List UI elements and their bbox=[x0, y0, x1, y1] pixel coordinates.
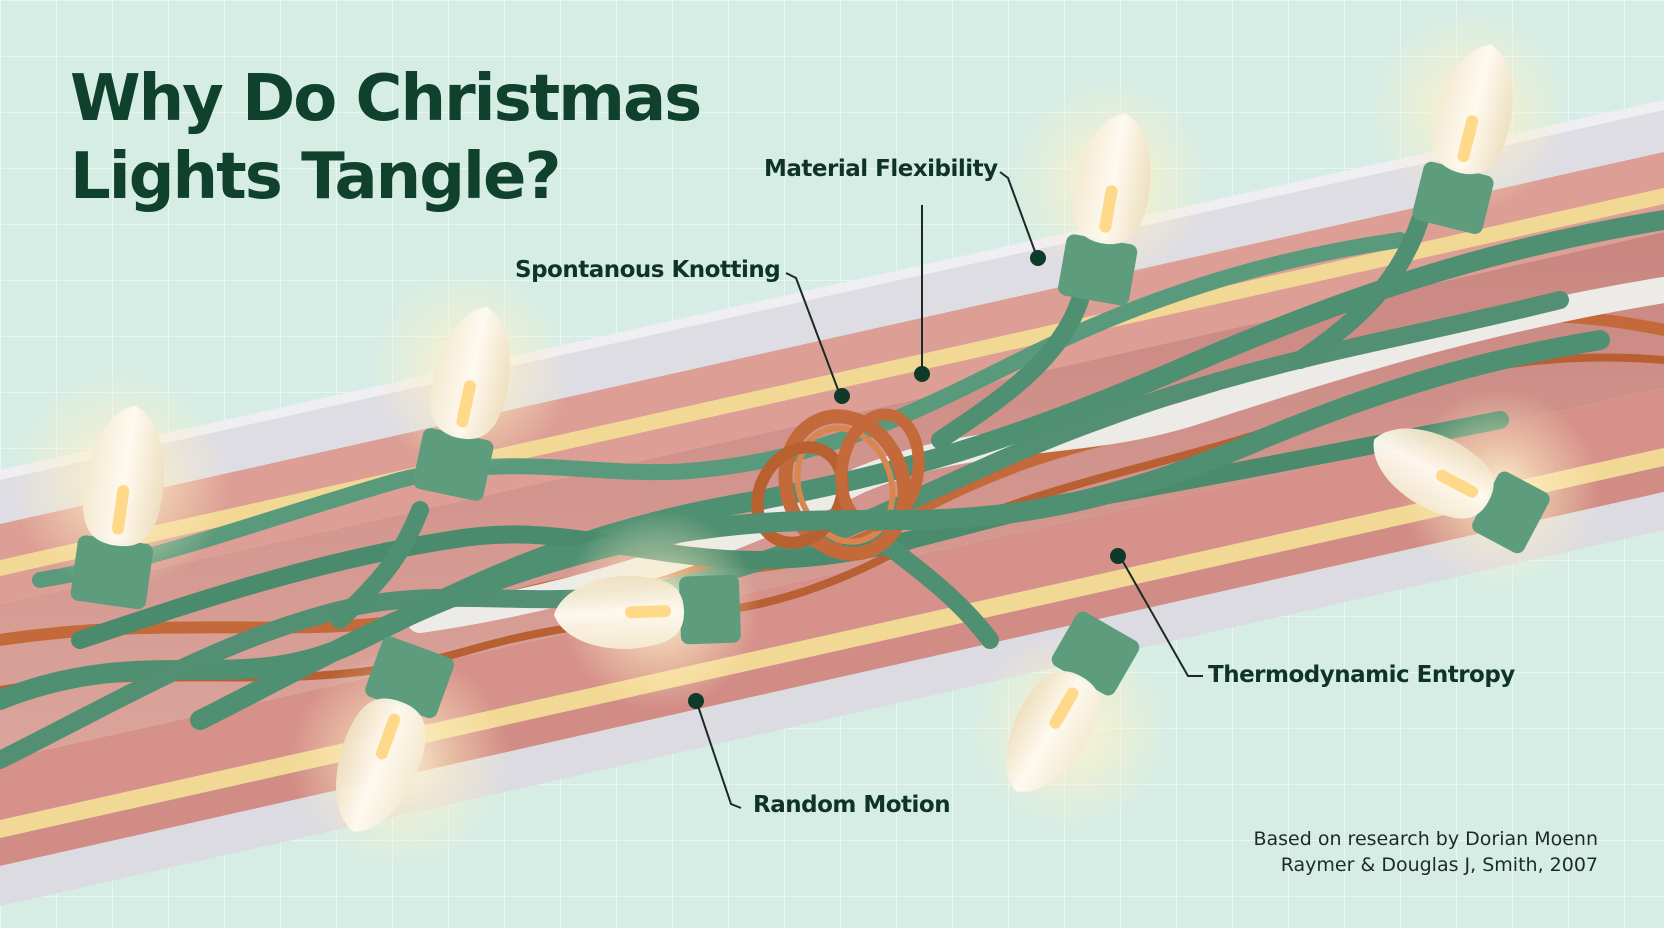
light-bulb-icon bbox=[1006, 611, 1140, 792]
label-random-motion: Random Motion bbox=[753, 792, 951, 818]
cord-to-socket-a bbox=[931, 291, 1089, 449]
title-line-1: Why Do Christmas bbox=[70, 62, 702, 136]
cord-to-socket-c bbox=[331, 501, 429, 629]
cord-to-socket-b bbox=[1291, 211, 1429, 369]
label-spontaneous-knotting: Spontanous Knotting bbox=[515, 257, 781, 283]
green-cord-3 bbox=[71, 411, 1509, 649]
cord-to-socket-d bbox=[871, 531, 999, 649]
light-bulb-icon bbox=[1373, 428, 1550, 554]
callout-material-flexibility bbox=[914, 171, 1046, 382]
callout-spontaneous-knotting bbox=[785, 272, 850, 404]
green-cord-1 bbox=[0, 210, 1664, 710]
light-bulb-icon bbox=[1412, 44, 1513, 235]
credit-line-1: Based on research by Dorian Mοenn bbox=[1253, 828, 1598, 850]
green-cord-4 bbox=[32, 232, 1408, 588]
callout-random-motion bbox=[688, 693, 742, 809]
credit-line-2: Raymer & Douglas J, Smith, 2007 bbox=[1280, 854, 1598, 876]
light-bulb-icon bbox=[554, 574, 741, 649]
light-bulb-icon bbox=[413, 306, 510, 501]
title-line-2: Lights Tangle? bbox=[70, 140, 562, 214]
green-cord-front bbox=[190, 330, 1610, 730]
research-credit: Based on research by Dorian Mοenn Raymer… bbox=[1253, 826, 1598, 878]
label-thermodynamic-entropy: Thermodynamic Entropy bbox=[1208, 662, 1515, 688]
light-bulb-icon bbox=[70, 405, 165, 610]
light-bulb-icon bbox=[336, 636, 455, 832]
label-material-flexibility: Material Flexibility bbox=[764, 156, 998, 182]
callout-thermodynamic-entropy bbox=[1110, 548, 1203, 677]
page-title: Why Do Christmas Lights Tangle? bbox=[70, 60, 702, 216]
light-bulb-icon bbox=[1058, 113, 1151, 306]
